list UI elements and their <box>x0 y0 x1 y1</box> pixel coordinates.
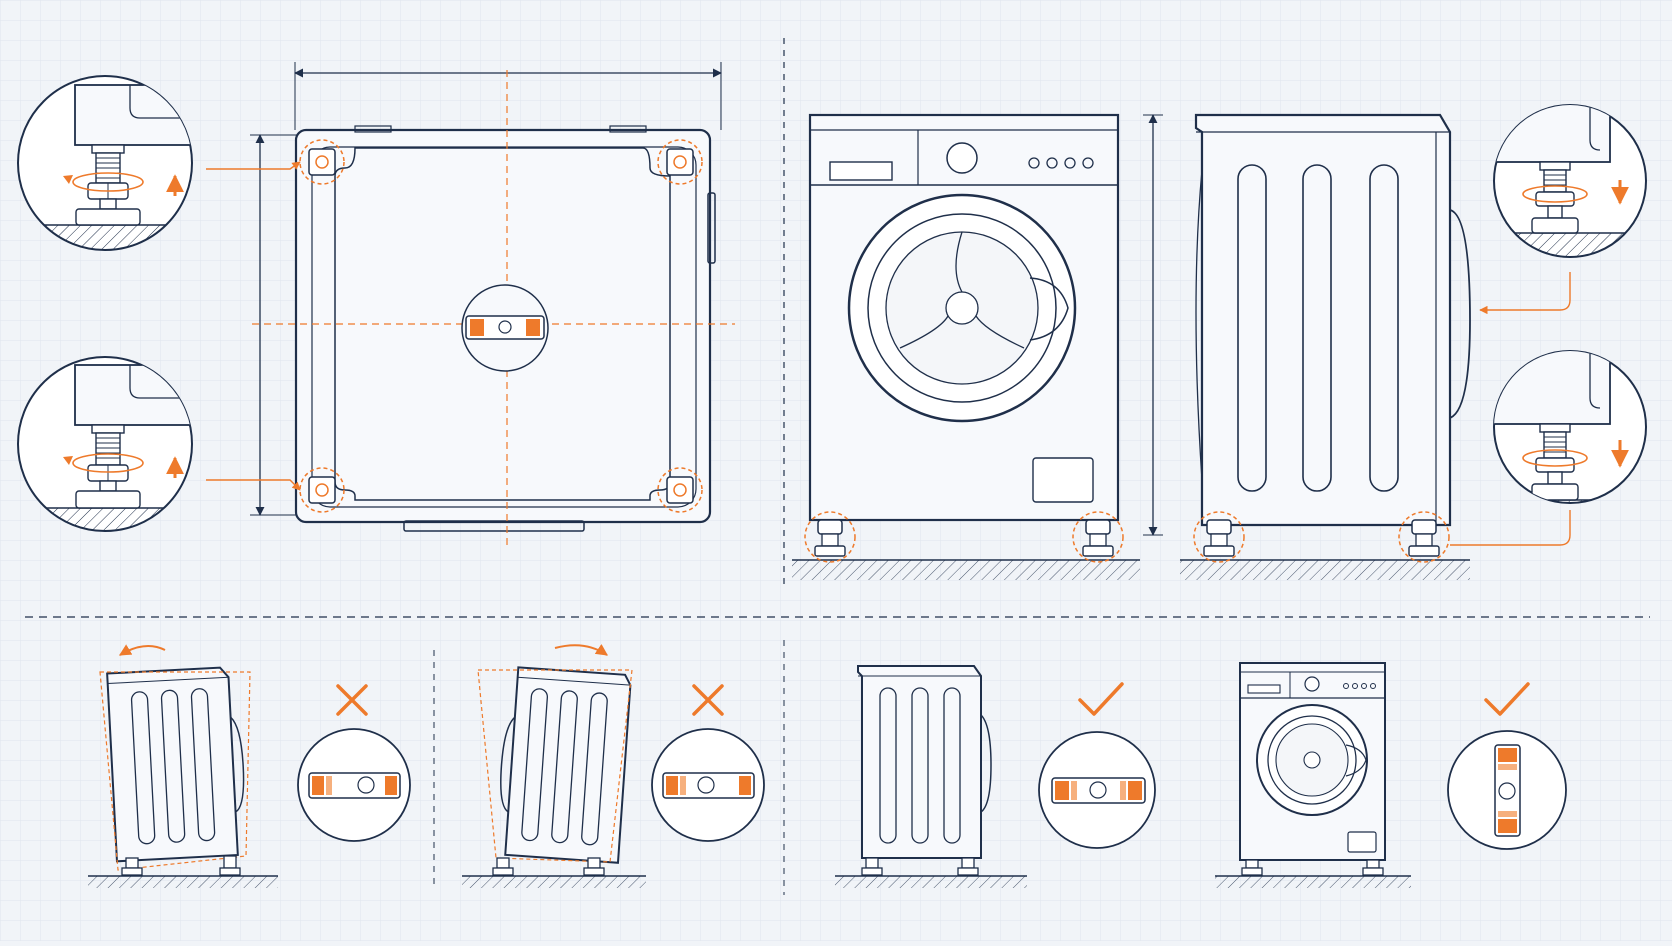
rotate-arrow-icon <box>118 644 166 656</box>
check-mark-icon <box>1484 682 1530 716</box>
check-tilted-forward <box>462 643 765 888</box>
check-tilted-back <box>88 644 411 888</box>
check-side-level <box>835 665 1156 888</box>
side-view-machine <box>1180 113 1571 580</box>
cross-mark-icon <box>692 684 724 716</box>
foot-detail-lower-bottom-right <box>1493 350 1647 504</box>
front-view-machine <box>792 113 1163 580</box>
check-front-level <box>1215 662 1567 888</box>
rotate-arrow-icon <box>554 643 608 656</box>
check-mark-icon <box>1078 682 1124 716</box>
top-view-machine-base <box>206 62 735 545</box>
cross-mark-icon <box>336 684 368 716</box>
